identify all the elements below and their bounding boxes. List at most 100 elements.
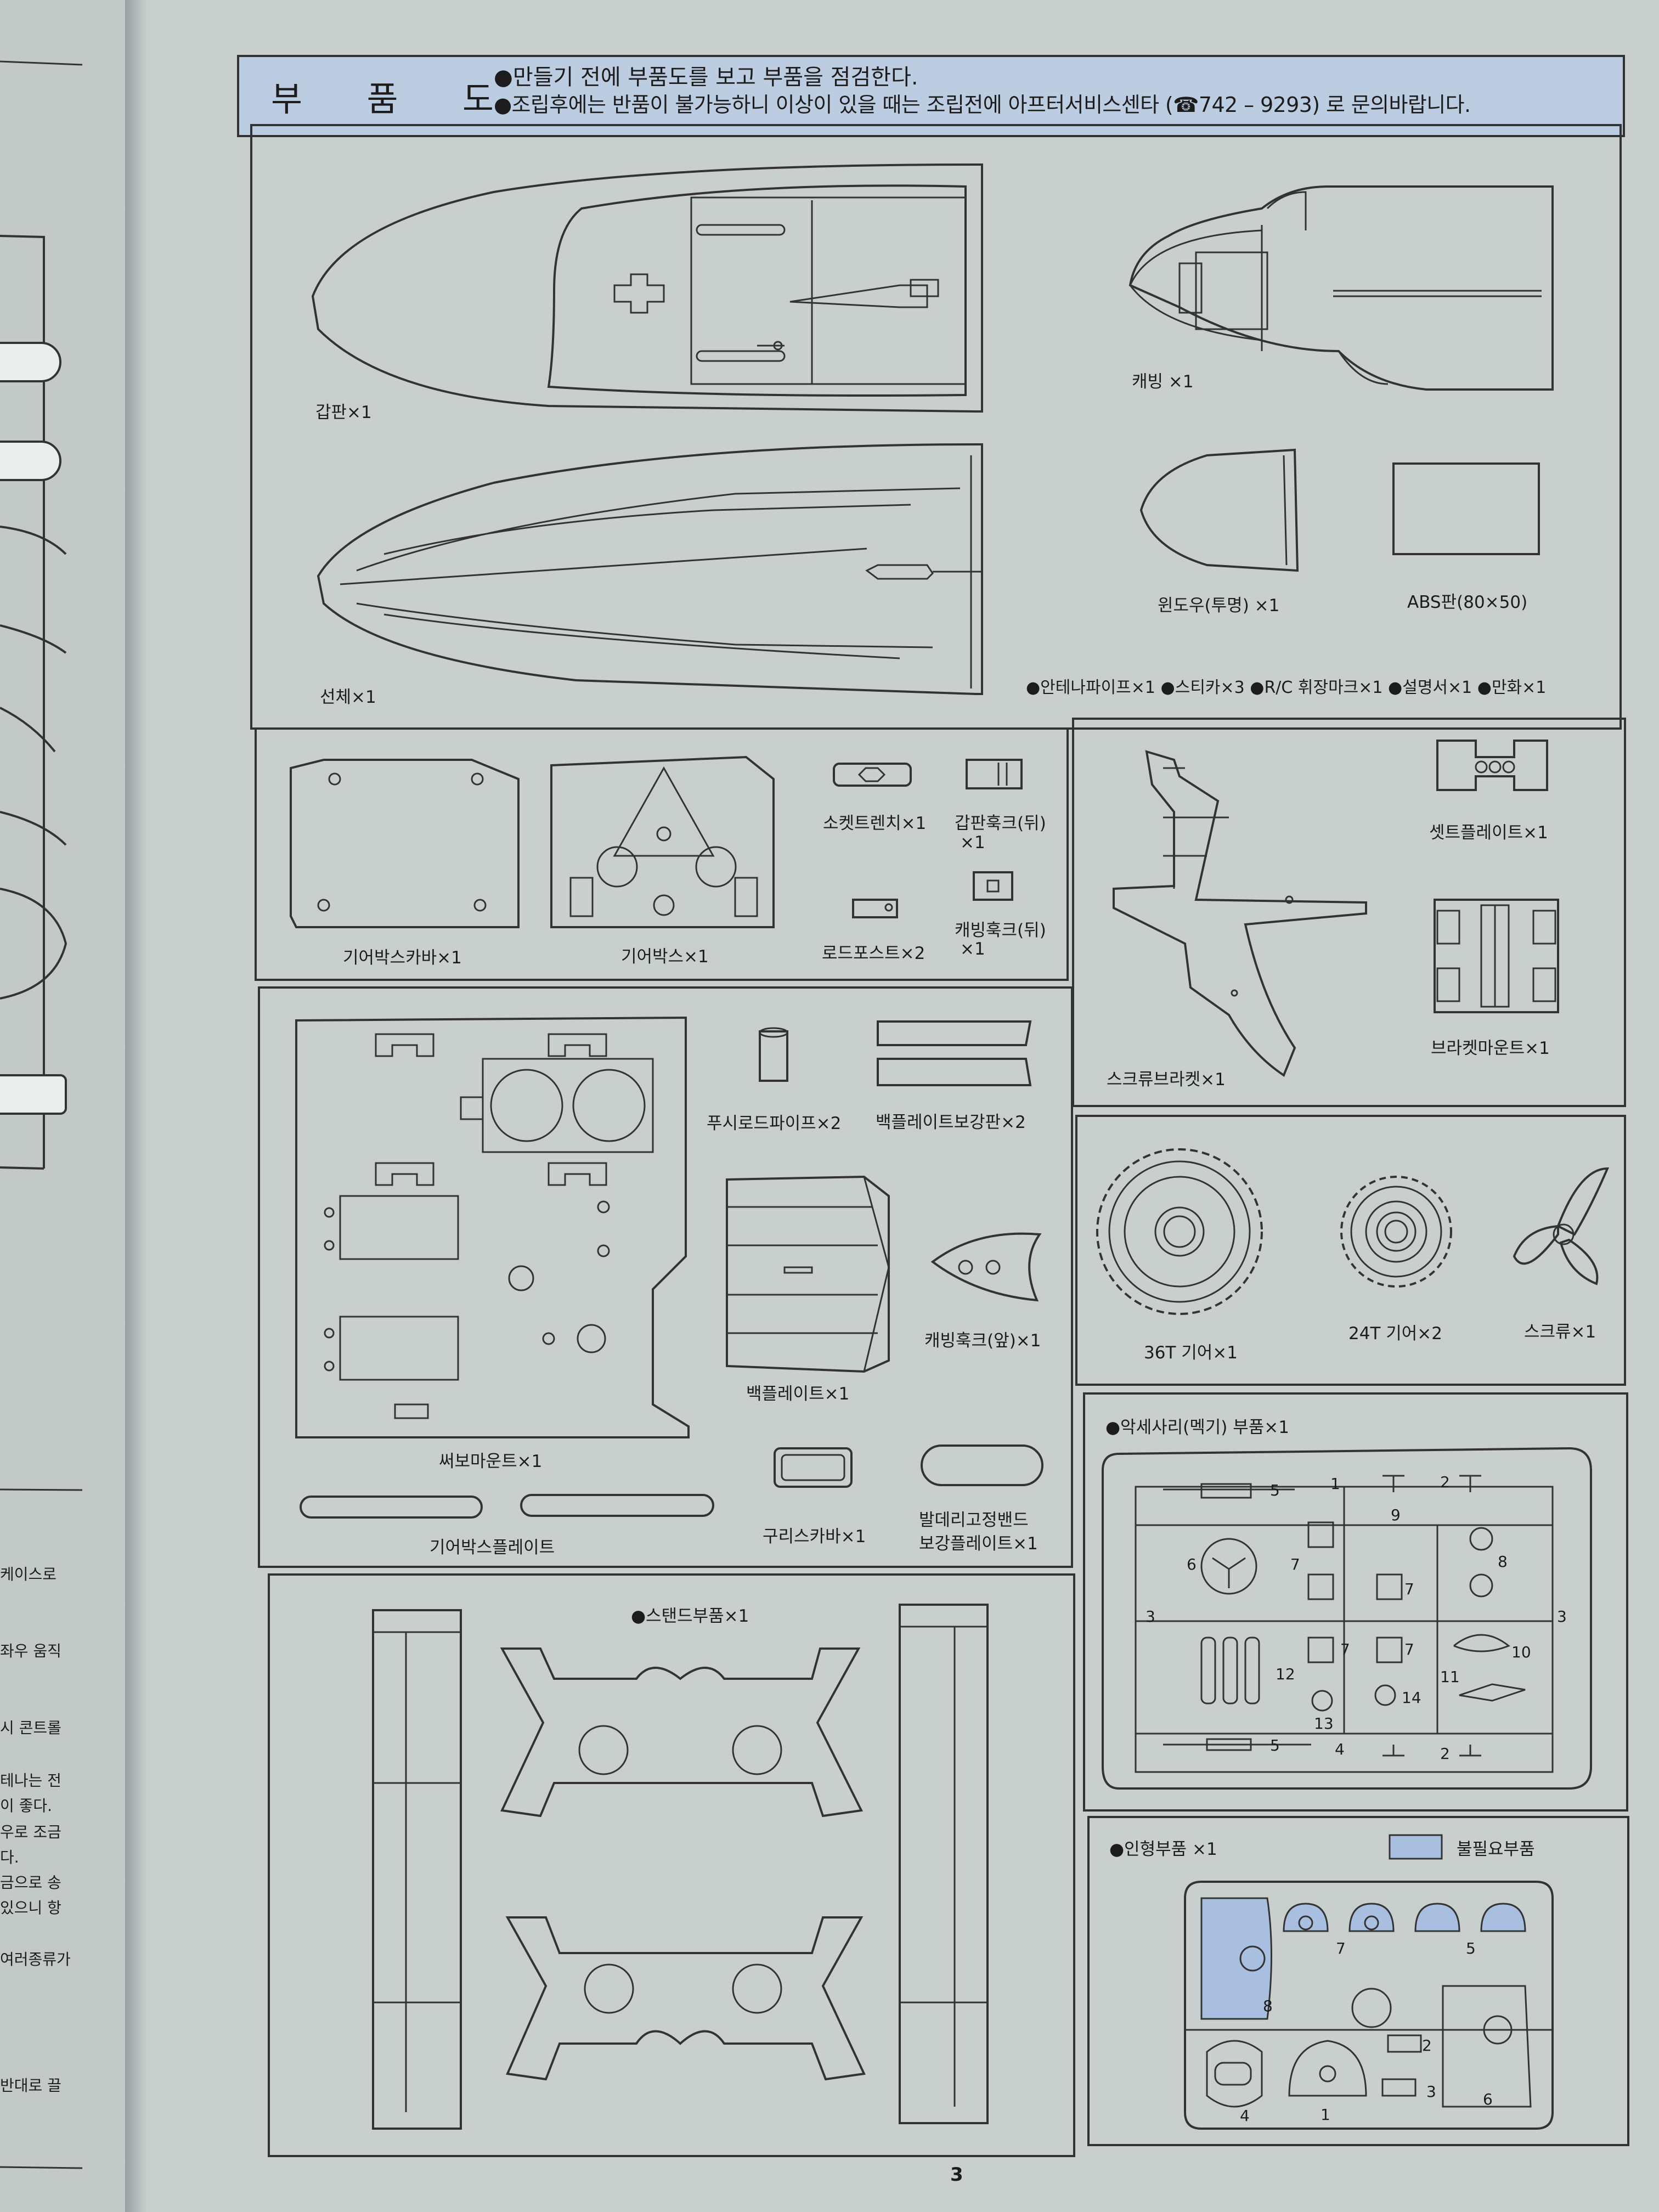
canopy-hook-front-drawing	[930, 1232, 1042, 1302]
label-footrest-2: 보강플레이트×1	[919, 1534, 1038, 1554]
acc-num-5a: 5	[1270, 1481, 1280, 1499]
acc-num-2a: 2	[1440, 1473, 1450, 1491]
panel-stand	[268, 1573, 1075, 2157]
canopy-drawing	[1128, 185, 1554, 391]
figure-sprue-drawing	[1184, 1881, 1554, 2130]
acc-num-2b: 2	[1440, 1745, 1450, 1763]
acc-num-3a: 3	[1146, 1607, 1155, 1626]
fig-num-6: 6	[1483, 2090, 1493, 2108]
bracket-mount-drawing	[1434, 899, 1559, 1013]
label-canopy-hook-rear: 캐빙훅크(뒤)	[955, 921, 1046, 940]
label-gear24: 24T 기어×2	[1348, 1324, 1442, 1344]
label-back-plate: 백플레이트×1	[746, 1384, 850, 1404]
label-gearbox: 기어박스×1	[621, 947, 709, 967]
acc-num-14: 14	[1402, 1689, 1421, 1707]
left-text-9: 있으니 항	[0, 1899, 61, 1917]
header-note-1: ●만들기 전에 부품도를 보고 부품을 점검한다.	[494, 65, 918, 90]
deck-hook-rear-drawing	[966, 759, 1023, 789]
page-title: 부 품 도	[271, 79, 508, 119]
label-accessory: ●악세사리(멕기) 부품×1	[1105, 1418, 1289, 1437]
copper-cover-drawing	[774, 1447, 853, 1488]
left-text-11: 반대로 끌	[0, 2076, 61, 2095]
label-screw-bracket: 스크류브라켓×1	[1107, 1070, 1226, 1090]
label-set-plate: 셋트플레이트×1	[1429, 823, 1548, 843]
label-bracket-mount: 브라켓마운트×1	[1431, 1039, 1550, 1058]
header-note-2: ●조립후에는 반품이 불가능하니 이상이 있을 때는 조립전에 아프터서비스센타…	[494, 93, 1471, 117]
label-footrest-1: 발데리고정밴드	[919, 1510, 1029, 1530]
label-back-plate-reinforce: 백플레이트보강판×2	[876, 1113, 1026, 1132]
panel-accessory	[1083, 1392, 1628, 1812]
acc-num-3b: 3	[1557, 1607, 1567, 1626]
label-gear36: 36T 기어×1	[1144, 1343, 1238, 1363]
fig-num-7: 7	[1336, 1939, 1346, 1957]
screw-bracket-drawing	[1113, 750, 1367, 1077]
page-number: 3	[950, 2164, 963, 2186]
acc-num-10: 10	[1511, 1643, 1531, 1661]
screw-drawing	[1513, 1167, 1610, 1285]
gearbox-cover-drawing	[290, 759, 520, 928]
acc-num-11: 11	[1440, 1668, 1460, 1686]
acc-num-7c: 7	[1340, 1640, 1350, 1658]
gear36-drawing	[1096, 1148, 1263, 1315]
label-socket-wrench: 소켓트렌치×1	[823, 814, 927, 833]
panel-gearbox	[255, 727, 1069, 981]
label-canopy-hook-front: 캐빙훅크(앞)×1	[924, 1331, 1041, 1351]
header-bar	[237, 55, 1625, 137]
left-text-8: 금으로 송	[0, 1874, 61, 1892]
left-text-1: 케이스로	[0, 1565, 57, 1583]
left-text-2: 좌우 움직	[0, 1642, 61, 1660]
back-plate-drawing	[726, 1175, 890, 1373]
label-misc-parts: ●안테나파이프×1 ●스티카×3 ●R/C 휘장마크×1 ●설명서×1 ●만화×…	[1026, 678, 1547, 697]
label-copper-cover: 구리스카바×1	[763, 1527, 866, 1547]
canopy-hook-rear-drawing	[973, 871, 1013, 901]
push-rod-pipe-drawing	[759, 1027, 788, 1082]
left-text-3: 시 콘트롤	[0, 1719, 61, 1737]
gearbox-plate-2	[520, 1494, 714, 1517]
panel-servo	[258, 986, 1073, 1568]
gear24-drawing	[1340, 1176, 1452, 1288]
left-text-6: 우로 조금	[0, 1823, 61, 1841]
label-servo-mount: 써보마운트×1	[439, 1452, 543, 1471]
left-text-5: 이 좋다.	[0, 1797, 53, 1815]
footrest-plate-drawing	[921, 1444, 1043, 1486]
acc-num-7a: 7	[1290, 1555, 1300, 1573]
fig-num-5: 5	[1466, 1939, 1476, 1957]
label-deck-hook-rear: 갑판훅크(뒤)	[955, 814, 1046, 833]
label-gearbox-plate: 기어박스플레이트	[430, 1538, 555, 1558]
hull-drawing	[317, 443, 983, 695]
acc-num-6: 6	[1187, 1555, 1197, 1573]
deck-drawing	[311, 163, 983, 413]
label-unneeded: 불필요부품	[1457, 1839, 1535, 1859]
label-push-rod-pipe: 푸시로드파이프×2	[707, 1114, 842, 1133]
left-text-10: 여러종류가	[0, 1950, 71, 1968]
acc-num-1: 1	[1330, 1475, 1340, 1493]
acc-num-8: 8	[1498, 1553, 1508, 1571]
back-plate-reinforce-1	[877, 1020, 1032, 1046]
panel-hull	[250, 124, 1622, 730]
left-text-4: 테나는 전	[0, 1771, 61, 1790]
left-part-1	[0, 342, 61, 382]
gearbox-drawing	[550, 755, 775, 928]
label-rod-post: 로드포스트×2	[822, 944, 926, 963]
panel-bracket	[1072, 718, 1626, 1107]
label-abs-plate: ABS판(80×50)	[1407, 592, 1528, 612]
label-deck: 갑판×1	[315, 403, 372, 422]
servo-mount-drawing	[295, 1016, 690, 1438]
acc-num-4: 4	[1335, 1740, 1345, 1758]
acc-num-13: 13	[1314, 1714, 1334, 1733]
panel-figure	[1087, 1816, 1629, 2146]
acc-num-7d: 7	[1404, 1640, 1414, 1658]
label-gearbox-cover: 기어박스카바×1	[343, 948, 462, 968]
fig-num-4: 4	[1240, 2107, 1250, 2125]
socket-wrench-drawing	[833, 763, 912, 787]
label-screw: 스크류×1	[1524, 1322, 1596, 1342]
panel-gears	[1075, 1115, 1626, 1386]
label-deck-hook-rear-qty: ×1	[960, 833, 985, 853]
stand-drawing	[372, 1604, 989, 2130]
acc-num-7b: 7	[1404, 1580, 1414, 1598]
back-plate-reinforce-2	[877, 1058, 1032, 1086]
label-canopy-hook-rear-qty: ×1	[960, 939, 985, 959]
label-canopy: 캐빙 ×1	[1132, 372, 1194, 392]
acc-num-9: 9	[1391, 1506, 1401, 1524]
